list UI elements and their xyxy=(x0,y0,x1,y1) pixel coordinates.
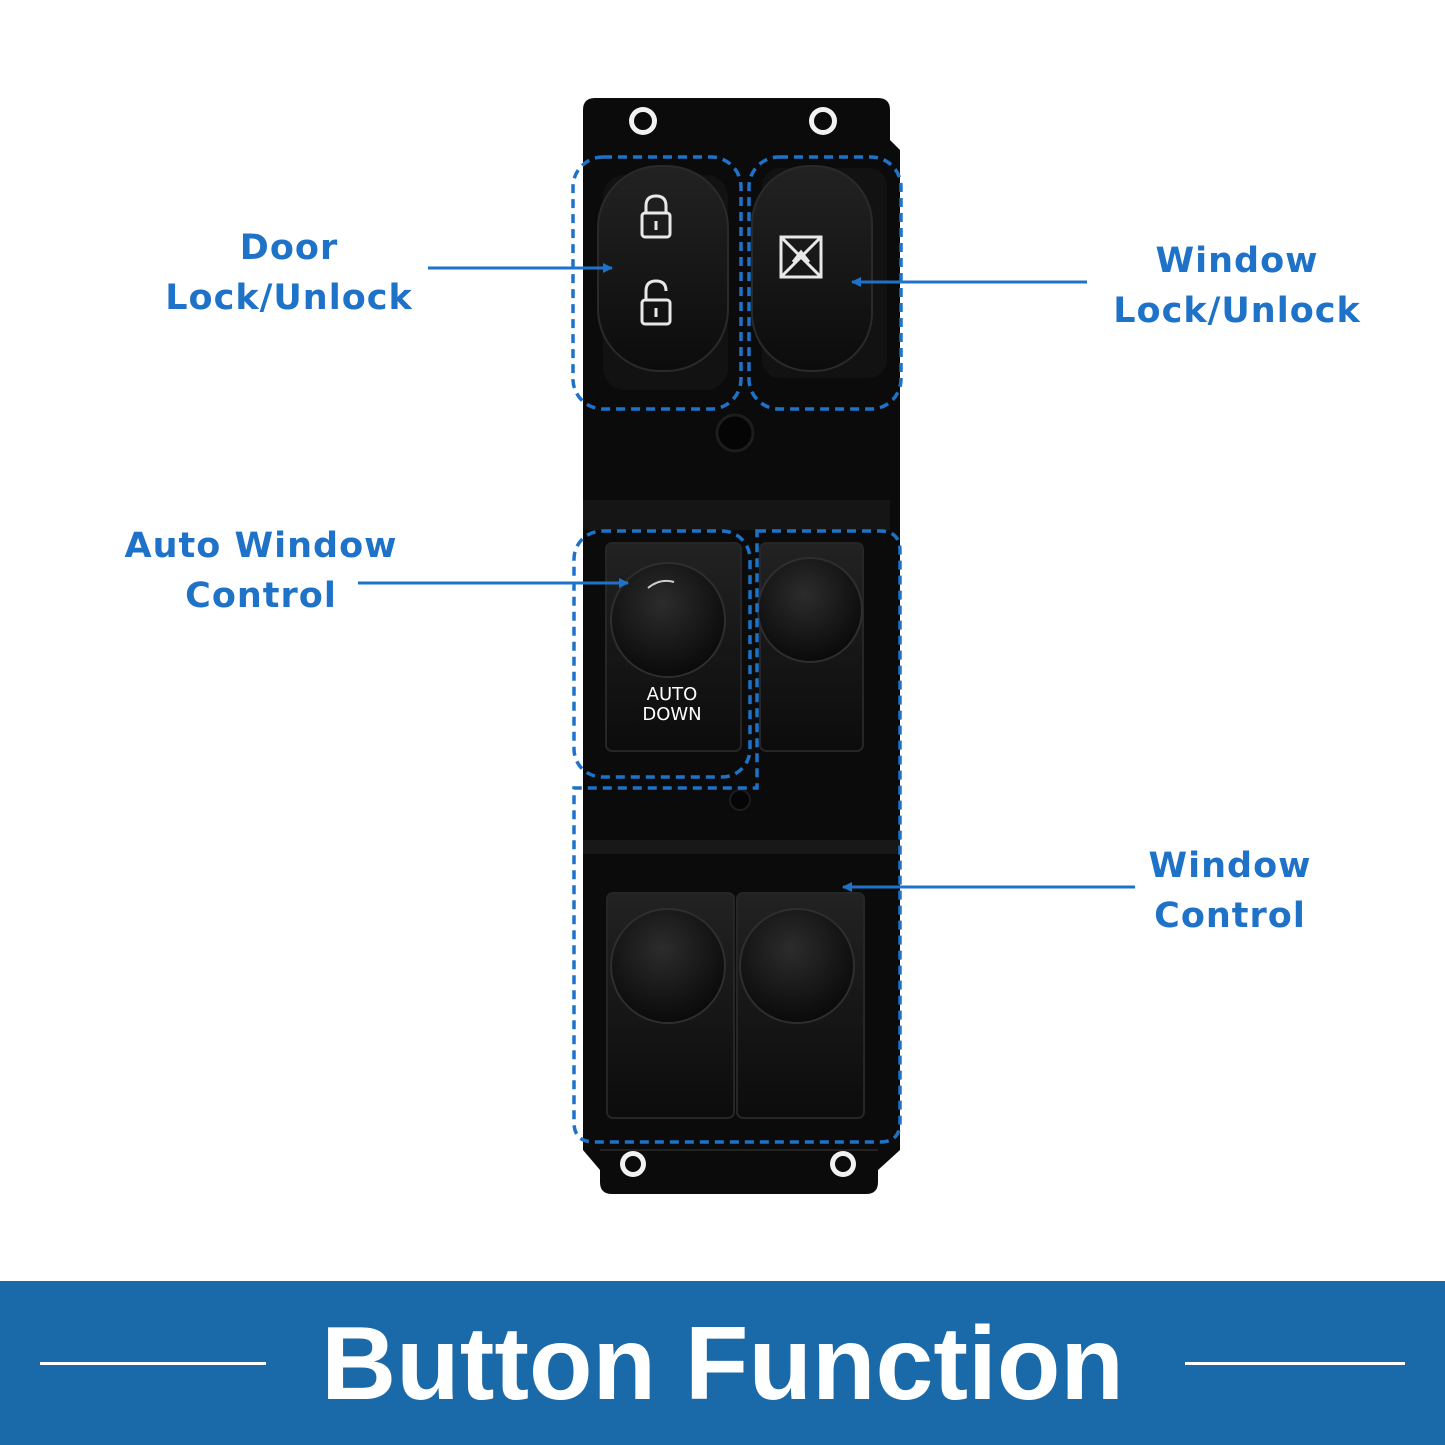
window-arc-icon xyxy=(647,579,675,589)
auto-down-window-switch[interactable]: AUTO DOWN xyxy=(605,542,742,752)
mounting-hole-bottom-right xyxy=(830,1151,856,1177)
mounting-hole-top-right xyxy=(809,107,837,135)
bottom-banner: Button Function xyxy=(0,1281,1445,1445)
window-control-highlight xyxy=(572,529,902,1144)
door-lock-callout-line1: Door xyxy=(239,228,339,268)
banner-rule-right xyxy=(1185,1362,1405,1365)
door-lock-highlight xyxy=(571,155,743,411)
window-lock-callout-line2: Lock/Unlock xyxy=(1113,291,1361,331)
auto-label-line2: DOWN xyxy=(642,704,701,725)
auto-window-callout-line2: Control xyxy=(185,576,337,616)
window-control-callout-line2: Control xyxy=(1154,896,1306,936)
center-recess-lower xyxy=(729,789,751,811)
window-lock-icon xyxy=(779,235,823,279)
rear-right-window-switch[interactable] xyxy=(736,892,865,1119)
padlock-closed-icon xyxy=(640,194,672,239)
door-lock-switch[interactable] xyxy=(597,165,729,390)
door-lock-callout: Door Lock/Unlock xyxy=(150,223,428,323)
window-lock-highlight xyxy=(747,155,903,411)
rear-left-window-switch[interactable] xyxy=(606,892,735,1119)
center-recess xyxy=(715,413,755,453)
mounting-hole-bottom-left xyxy=(620,1151,646,1177)
window-lock-switch[interactable] xyxy=(751,165,887,378)
window-lock-callout-line1: Window xyxy=(1155,241,1319,281)
front-passenger-window-switch[interactable] xyxy=(757,542,864,752)
window-control-callout: Window Control xyxy=(1135,841,1325,941)
banner-rule-left xyxy=(40,1362,266,1365)
banner-title: Button Function xyxy=(321,1306,1124,1422)
window-switch-panel: AUTO DOWN xyxy=(358,98,1135,1194)
window-lock-callout: Window Lock/Unlock xyxy=(1097,236,1377,336)
auto-window-callout-line1: Auto Window xyxy=(124,526,398,566)
window-control-callout-line1: Window xyxy=(1148,846,1312,886)
auto-window-callout: Auto Window Control xyxy=(112,521,410,621)
auto-label-line1: AUTO xyxy=(647,684,698,705)
door-lock-callout-line2: Lock/Unlock xyxy=(165,278,413,318)
auto-window-highlight xyxy=(572,529,752,779)
mounting-hole-top-left xyxy=(629,107,657,135)
padlock-open-icon xyxy=(640,279,672,326)
